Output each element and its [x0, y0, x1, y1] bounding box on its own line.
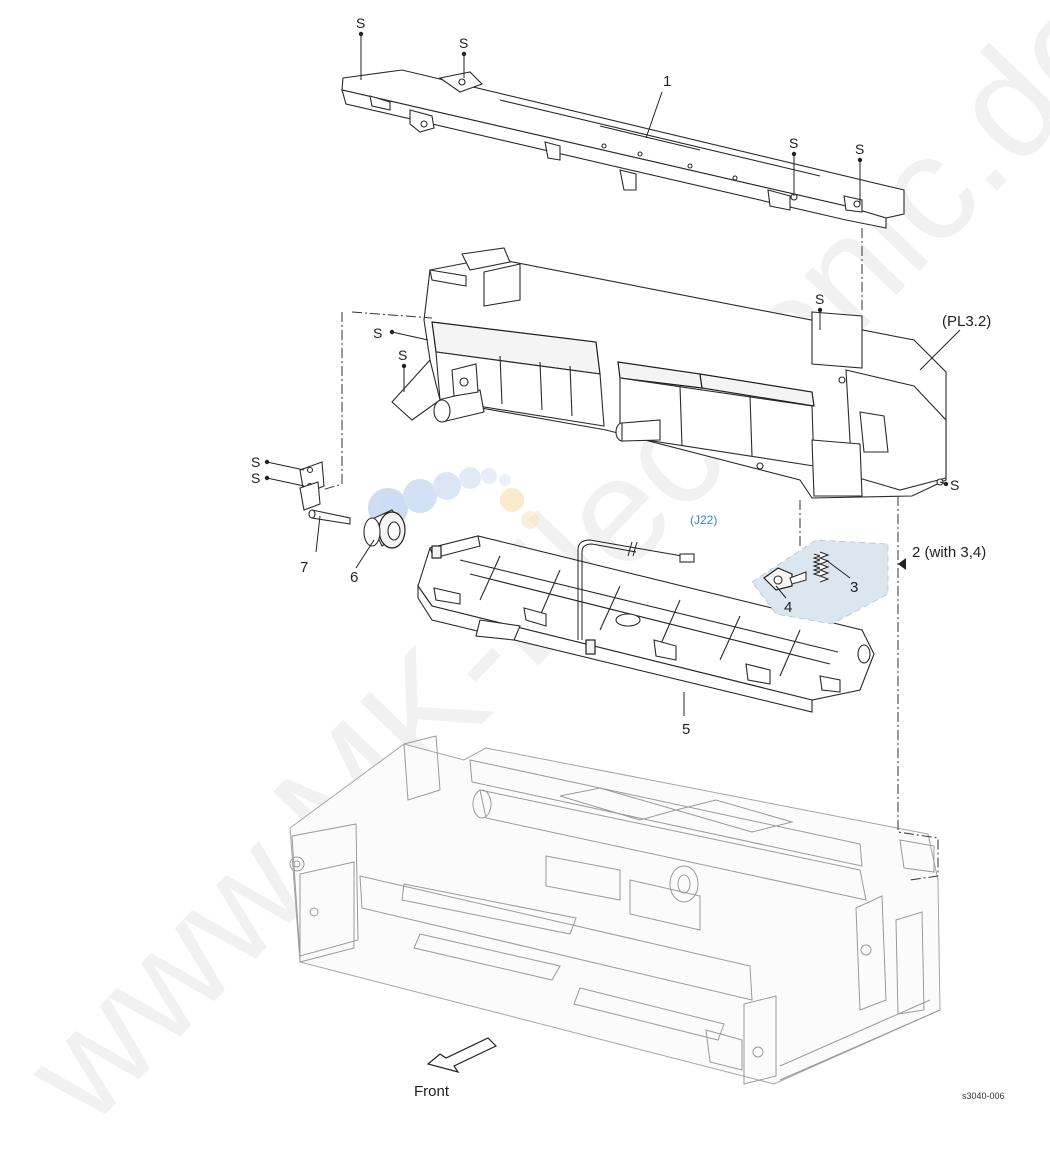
- callout-2-arrowhead: [898, 558, 906, 570]
- labels: S S S S S S S S S S 1 (PL3.2) (J22) 2 (w…: [251, 15, 991, 738]
- screw-label-2: S: [459, 35, 468, 51]
- part-3-spring: [812, 551, 830, 583]
- callout-1: 1: [663, 73, 671, 90]
- screw-label-9: S: [251, 470, 260, 486]
- part-5-lower-guide: [417, 535, 875, 713]
- screw-label-7: S: [398, 347, 407, 363]
- part-1-top-rail: [341, 69, 905, 229]
- callout-leaders: [315, 91, 961, 716]
- screw-label-6: S: [373, 325, 382, 341]
- part-7-shaft-bracket: [299, 461, 351, 525]
- screw-label-4: S: [855, 141, 864, 157]
- front-arrow-icon: Front: [414, 1037, 498, 1100]
- callout-2: 2 (with 3,4): [912, 544, 986, 561]
- callout-4: 4: [784, 599, 792, 616]
- callout-pl3-2: (PL3.2): [942, 313, 991, 330]
- screw-label-1: S: [356, 15, 365, 31]
- frame-assembly-pl3-2: [391, 247, 947, 499]
- part-4-lever: [763, 567, 807, 591]
- callout-7: 7: [300, 559, 308, 576]
- screw-label-3: S: [789, 135, 798, 151]
- front-label: Front: [414, 1083, 450, 1100]
- alignment-lines: [321, 228, 939, 881]
- screw-label-8: S: [251, 454, 260, 470]
- callout-3: 3: [850, 579, 858, 596]
- screw-markers: [264, 31, 949, 487]
- printer-frame-ghost: [289, 735, 941, 1085]
- part-6-gear: [363, 509, 406, 549]
- subassembly-2: [751, 539, 889, 625]
- callout-5: 5: [682, 721, 690, 738]
- screw-label-10: S: [950, 477, 959, 493]
- figure-id: s3040-006: [962, 1091, 1005, 1101]
- screw-label-5: S: [815, 291, 824, 307]
- callout-6: 6: [350, 569, 358, 586]
- callout-j22: (J22): [690, 513, 717, 527]
